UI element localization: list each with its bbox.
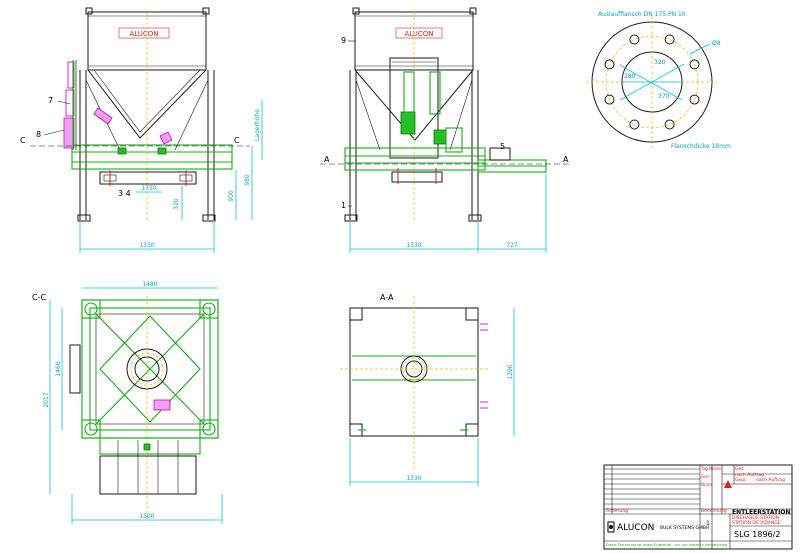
section-a-label-right: A [563,155,569,164]
tb-company: ALUCON [617,523,654,533]
tb-col-label: Benennung [701,508,727,514]
tb-row-value-1: nach Auftrag [735,472,764,478]
flange-note: Flanschdicke 18mm [671,143,731,150]
bolt-hole [629,119,640,130]
flange-280-dim: 280 [624,73,636,80]
flange-320-dim: 320 [654,59,666,66]
aa-right-dim: 1290 [507,364,514,379]
section-cc-title: C-C [32,293,46,302]
item-1-label: 1 [341,201,346,210]
front-900-dim: 900 [228,190,235,202]
section-c-label-left: C [20,136,26,145]
bolt-hole [664,119,675,130]
side-brand-plate [395,27,443,39]
flange-hole-dim: Ø8 [712,40,721,47]
cc-bottom-dim: 1500 [139,513,154,520]
tb-drawing-number: SLG 1896/2 [734,530,780,539]
aa-bottom-dim: 1330 [406,475,421,482]
alucon-logo [607,521,615,533]
section-c-label-right: C [234,136,240,145]
front-1750-dim: 1750 [141,185,156,192]
bolt-hole [689,94,700,105]
cc-left1-dim: 1460 [55,361,62,376]
flange-bolt-holes [604,34,700,130]
section-aa-title: A-A [380,293,394,302]
item-8-label: 8 [36,130,41,139]
side-727-dim: 727 [506,242,518,249]
cc-left2-dim: 2017 [43,392,50,407]
front-view: ALUCON C C 8 [20,7,263,253]
tb-footer: Diese Zeichnung ist unser Eigentum - nur… [606,543,727,547]
side-width-dim: 1330 [406,242,421,249]
tb-drawing-sub1: DISCHARGE STATION [732,515,779,521]
tb-company-sub: BULK SYSTEMS GMBH [660,525,709,531]
tb-drawing-sub2: STATION DE VIDANGE [732,520,781,526]
tb-revision: 1 [706,520,710,527]
bolt-hole [629,34,640,45]
front-width-dim: 1330 [139,242,154,249]
section-a-label-left: A [324,155,330,164]
bolt-hole [689,59,700,70]
brand-label: ALUCON [129,30,158,38]
side-view: ALUCON A A 9 1 5 [320,7,570,253]
item-7-label: 7 [48,96,53,105]
tb-row-value-2: nach Auftrag [756,477,785,483]
tb-drawing-title: ENTLEERSTATION [732,509,790,516]
item-5-label: 5 [500,142,505,151]
tb-row-norm: Norm [701,482,712,487]
bolt-hole [664,34,675,45]
brand-plate [118,27,170,39]
tb-change-label: Änderung [606,507,628,514]
tb-row-gez: Gez. [735,466,745,472]
warning-triangle-icon [724,480,732,488]
tb-row-gen: Gen. [701,474,710,479]
flange-370-dim: 370 [658,93,670,100]
bolt-hole [604,94,615,105]
section-cc-view: C-C 1480 1460 2017 [32,281,223,524]
side-brand-label: ALUCON [404,30,433,38]
tb-row-gepr: Gepr. [735,477,747,483]
front-side-label: Lagerhöhe [254,109,261,141]
cc-top-dim: 1480 [142,281,157,288]
flange-view: Auslaufflansch DN 175 PN 10 280 320 370 … [586,11,731,150]
title-block: Gez. nach Auftrag Gepr. nach Auftrag Tag… [603,464,793,550]
items-3-4-label: 3 4 [118,189,131,198]
front-980-dim: 980 [244,174,251,186]
front-320-dim: 320 [173,198,180,210]
flange-title: Auslaufflansch DN 175 PN 10 [598,11,686,18]
section-aa-view: A-A 1290 1330 [340,293,515,486]
tb-scale-label: Tag Name [700,466,721,471]
bolt-hole [604,59,615,70]
item-9-label: 9 [341,36,346,45]
